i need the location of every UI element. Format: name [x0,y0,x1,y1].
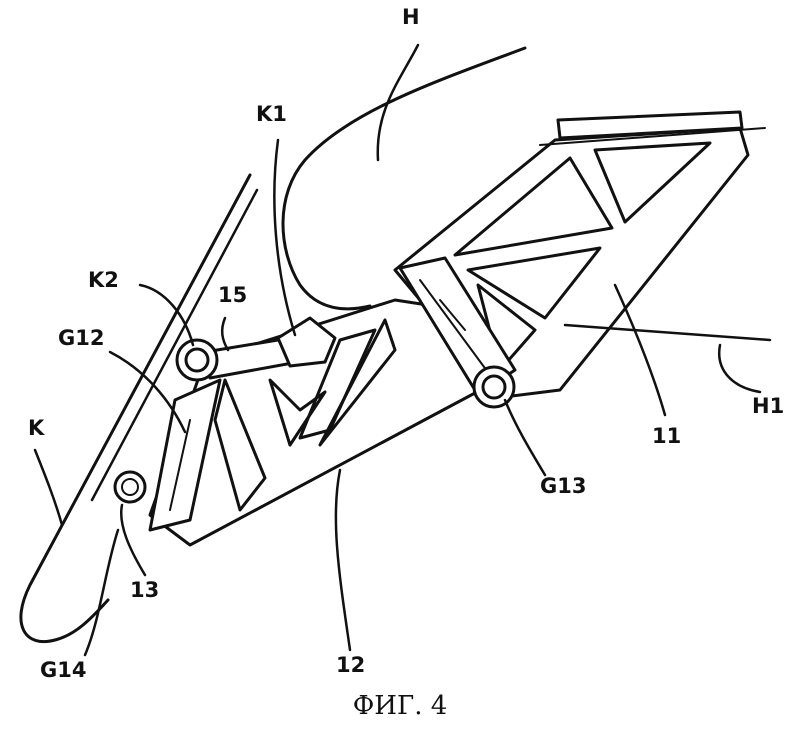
leader-k1 [273,138,297,337]
pivot-k2-ring [175,338,219,382]
pivot-13-ring [113,470,147,504]
label-13: 13 [130,578,160,602]
hand-contour-h [281,46,527,311]
label-g14: G14 [40,658,87,682]
leader-12 [334,468,352,652]
figure-caption: ФИГ. 4 [352,691,448,721]
label-g13: G13 [540,474,587,498]
leader-h [376,43,420,162]
leader-k2 [138,283,195,347]
label-g12: G12 [58,326,105,350]
leader-15 [220,316,230,352]
label-h: H [402,5,420,29]
pivot-g13-ring [472,365,516,409]
leader-g12 [108,350,187,434]
main-hinge-knuckle [398,256,517,397]
leader-h1 [717,343,762,394]
leader-13 [119,503,147,577]
leader-g13 [503,398,547,477]
leader-g14 [83,528,120,657]
label-k2: K2 [88,268,119,292]
label-k1: K1 [256,102,287,126]
label-h1: H1 [752,394,785,418]
contour-h1 [563,323,772,342]
leader-11 [613,283,667,417]
leader-k [33,448,64,527]
knee-contour-k [19,173,252,643]
knee-contour-k-inner [90,188,259,502]
label-12: 12 [336,653,366,677]
label-k: K [28,416,45,440]
label-11: 11 [652,424,682,448]
left-hinge-bar [148,378,222,532]
label-15: 15 [218,283,248,307]
